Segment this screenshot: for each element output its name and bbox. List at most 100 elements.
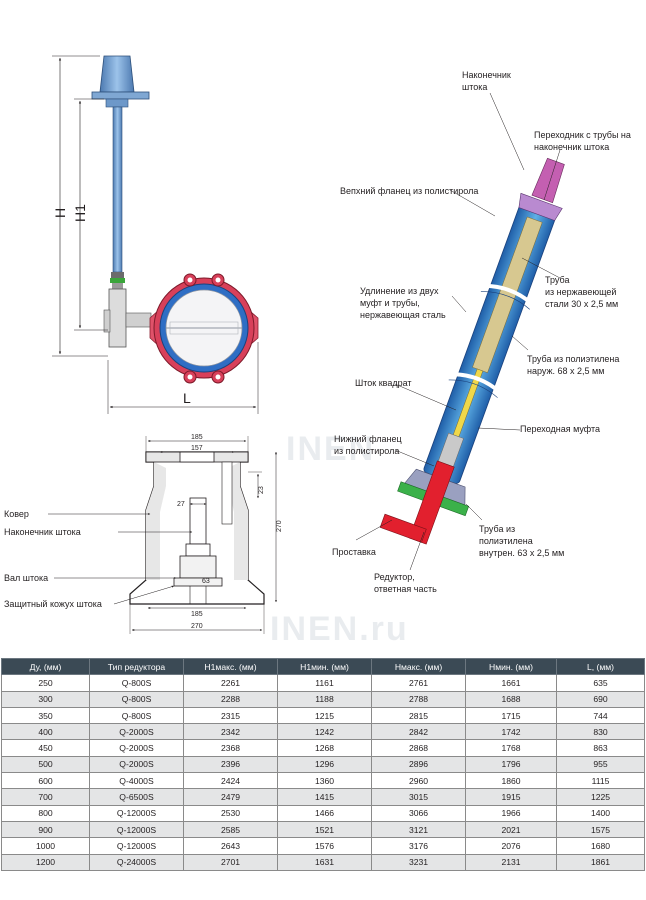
label-stem-shaft: Вал штока [4,573,48,583]
table-cell: 2342 [183,723,278,741]
label-upper-flange: Вепхний фланец из полистирола [340,186,478,196]
dim-63: 63 [202,578,210,585]
table-cell: 3231 [371,853,466,871]
label-reducer-part: Редуктор,ответная часть [374,572,437,594]
table-cell: 690 [556,690,645,708]
table-cell: 3015 [371,788,466,806]
table-cell: 1400 [556,804,645,822]
table-cell: 744 [556,706,645,725]
table-cell: 1861 [556,853,645,871]
label-stem-casing: Защитный кожух штока [4,599,102,609]
table-cell: 2896 [371,755,466,774]
table-cell: Q-800S [89,690,184,708]
table-cell: 1521 [277,820,372,839]
table-cell: 1215 [277,706,372,725]
col-header-h-max: Нмакс. (мм) [371,657,466,676]
table-cell: Q-12000S [89,837,184,855]
table-cell: 1715 [465,706,557,725]
table-cell: 2643 [183,837,278,855]
table-cell: 2701 [183,853,278,871]
table-cell: Q-2000S [89,723,184,741]
table-header-row: Ду, (мм) Тип редуктора H1макс. (мм) H1ми… [1,657,645,676]
table-cell: 2288 [183,690,278,708]
table-cell: 1796 [465,755,557,774]
table-cell: 1915 [465,788,557,806]
table-cell: 3121 [371,820,466,839]
table-cell: Q-2000S [89,739,184,757]
col-header-h-min: Нмин. (мм) [465,657,557,676]
table-cell: 1000 [1,837,90,855]
col-header-dn: Ду, (мм) [1,657,90,676]
technical-drawings: INEN INEN.ru H [4,55,631,648]
table-cell: Q-6500S [89,788,184,806]
table-cell: 2396 [183,755,278,774]
table-cell: 1242 [277,723,372,741]
table-cell: 2788 [371,690,466,708]
dim-270-bottom: 270 [191,623,203,630]
table-cell: 2530 [183,804,278,822]
table-cell: 2076 [465,837,557,855]
table-cell: 1115 [556,772,645,790]
col-header-gear-type: Тип редуктора [89,657,184,676]
table-cell: 2960 [371,772,466,790]
label-transition-coupling: Переходная муфта [520,424,600,434]
table-cell: 1576 [277,837,372,855]
dim-157: 157 [191,445,203,452]
table-cell: 1360 [277,772,372,790]
dim-H1-label: H1 [72,204,88,222]
table-cell: 2131 [465,853,557,871]
table-cell: 2479 [183,788,278,806]
table-cell: 1268 [277,739,372,757]
table-cell: 3066 [371,804,466,822]
table-cell: 2315 [183,706,278,725]
label-spacer: Проставка [332,547,376,557]
table-cell: 1296 [277,755,372,774]
table-cell: 2368 [183,739,278,757]
table-cell: 500 [1,755,90,774]
label-stem-tip: Наконечник штока [4,527,81,537]
dim-185-top: 185 [191,434,203,441]
table-cell: 1188 [277,690,372,708]
col-header-h1-min: H1мин. (мм) [277,657,372,676]
table-cell: 1225 [556,788,645,806]
table-cell: 2842 [371,723,466,741]
table-cell: 350 [1,706,90,725]
table-cell: Q-800S [89,706,184,725]
label-square-stem: Шток квадрат [355,378,412,388]
table-cell: Q-2000S [89,755,184,774]
table-cell: 1466 [277,804,372,822]
table-cell: 635 [556,674,645,692]
table-cell: 2424 [183,772,278,790]
table-cell: 900 [1,820,90,839]
col-header-h1-max: H1макс. (мм) [183,657,278,676]
table-cell: 250 [1,674,90,692]
table-cell: 863 [556,739,645,757]
table-cell: 1161 [277,674,372,692]
table-cell: 1742 [465,723,557,741]
table-cell: 1688 [465,690,557,708]
dim-H-label: H [52,208,68,218]
table-cell: 1966 [465,804,557,822]
table-cell: 2868 [371,739,466,757]
table-cell: 1200 [1,853,90,871]
table-cell: 2585 [183,820,278,839]
valve-with-stem-drawing: H H1 L [52,55,259,414]
table-cell: 1631 [277,853,372,871]
table-cell: Q-24000S [89,853,184,871]
